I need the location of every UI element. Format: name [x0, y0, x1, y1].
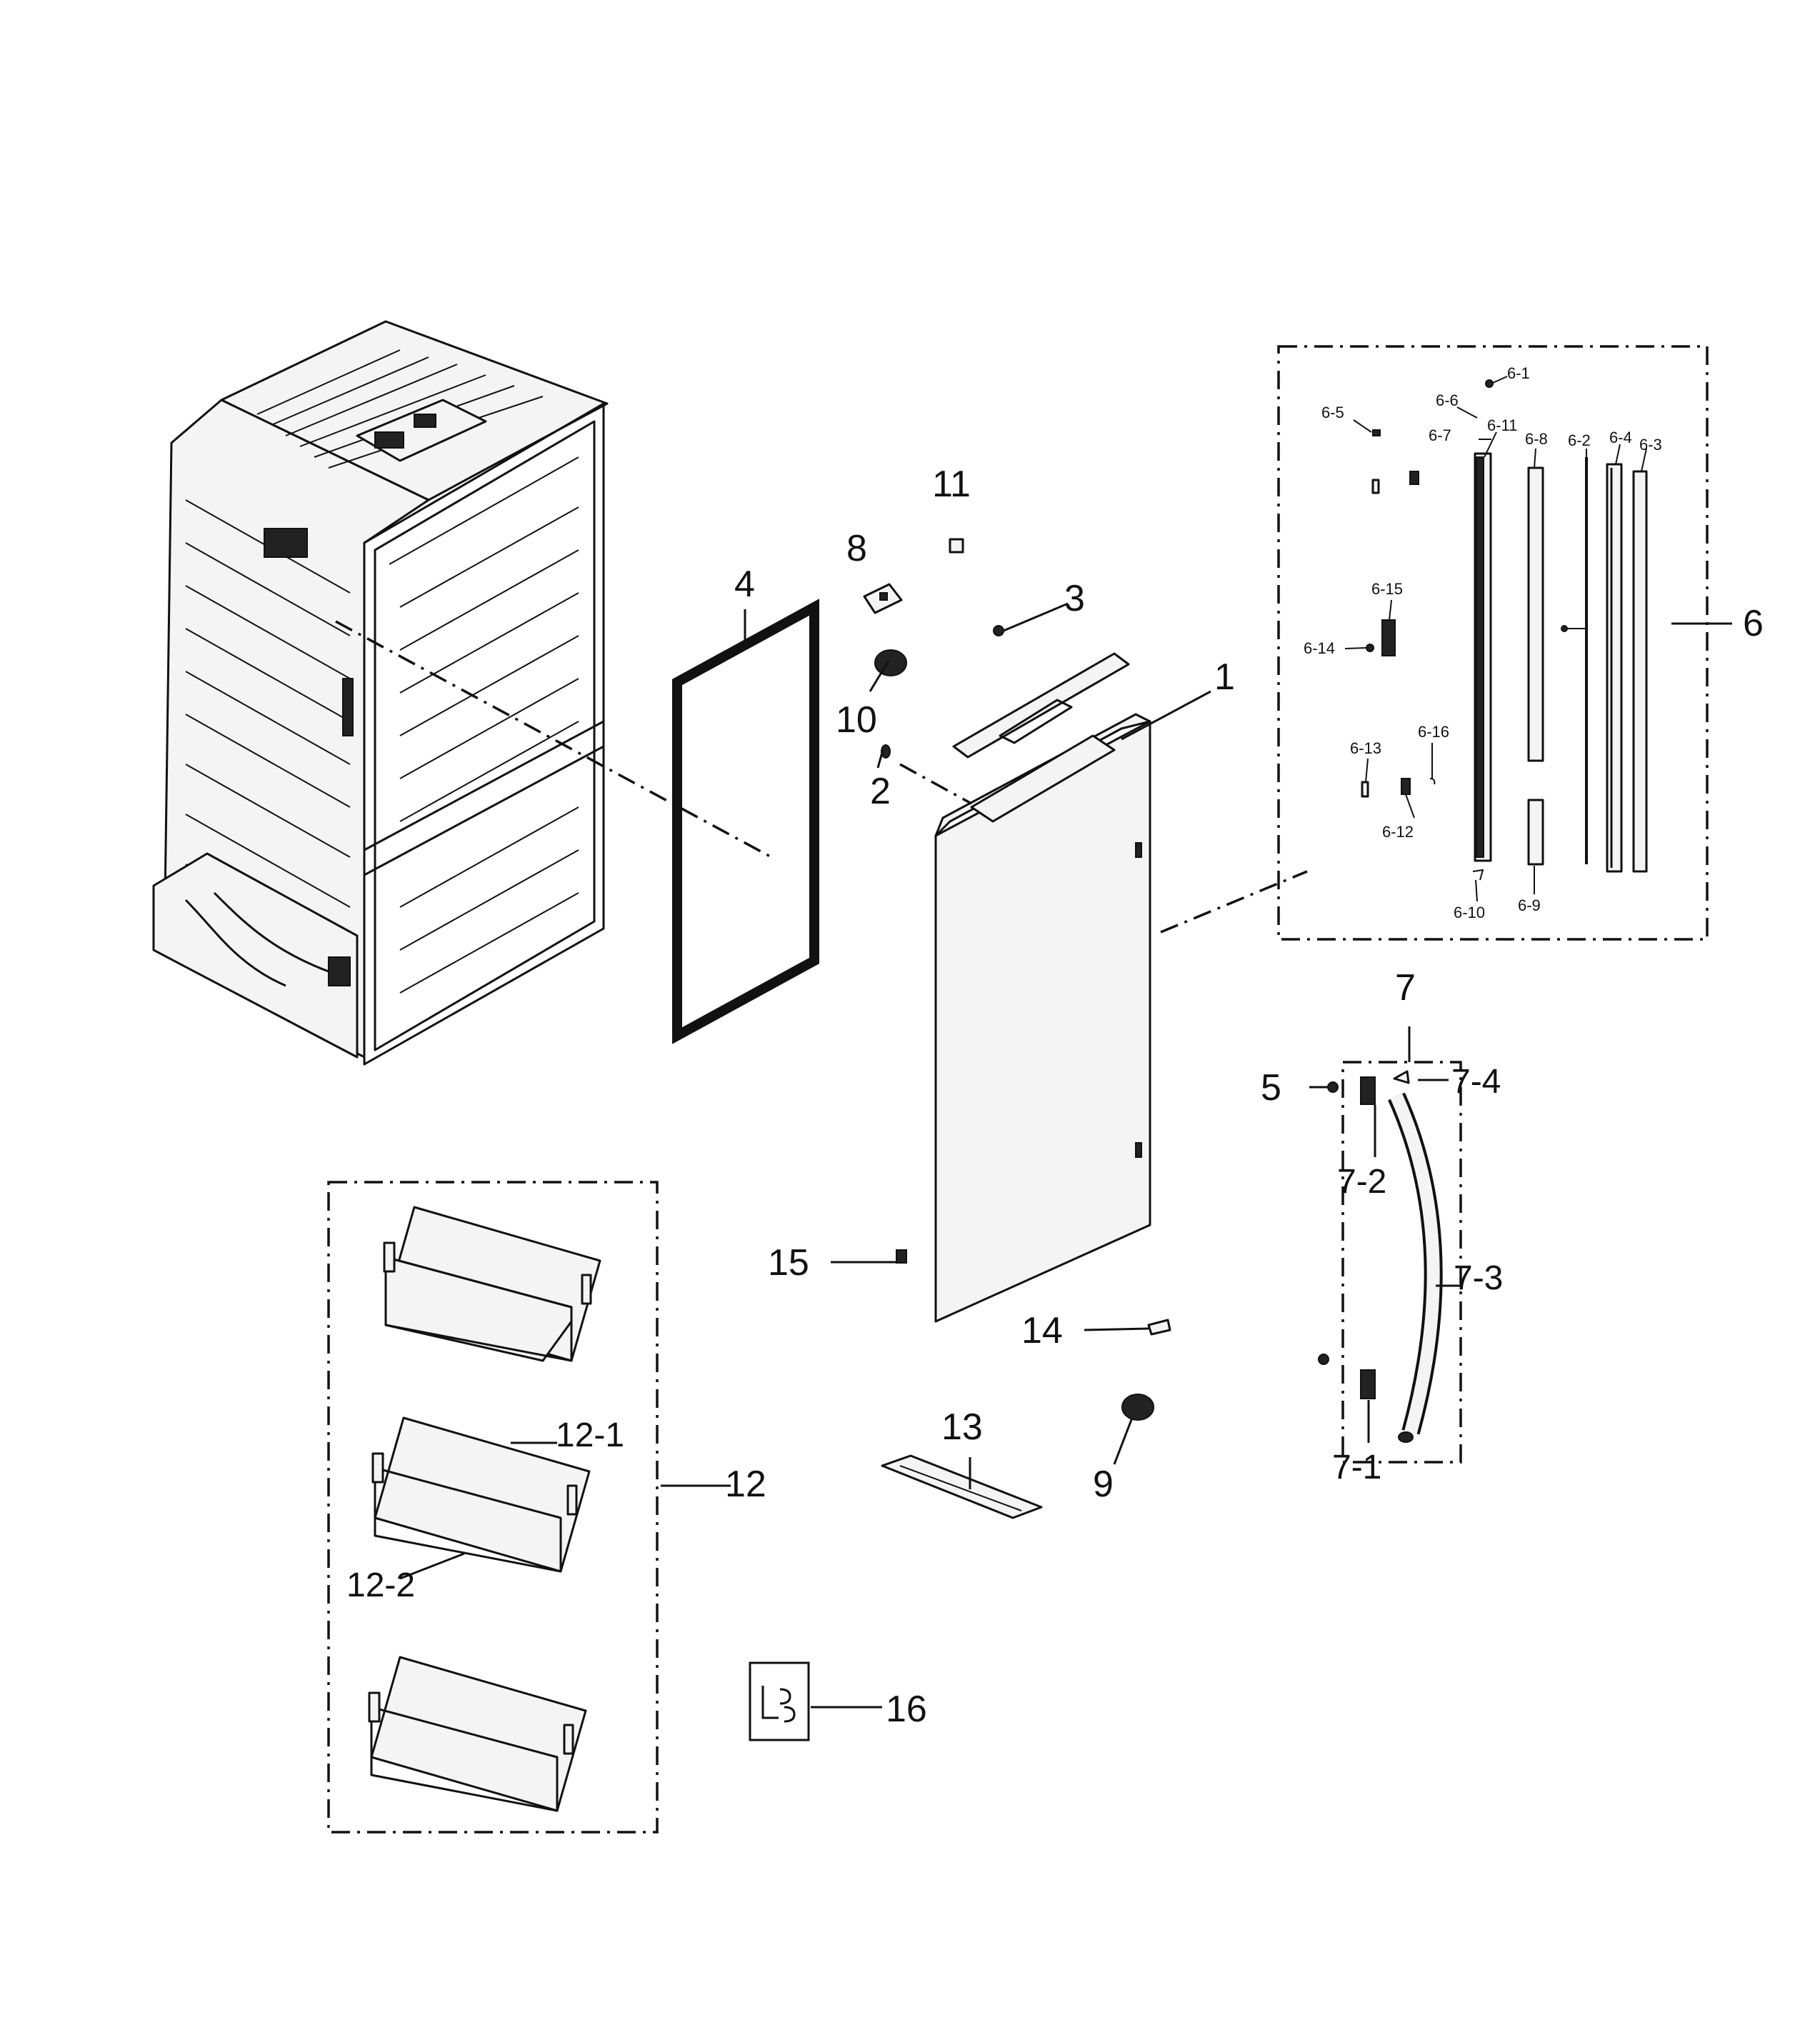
label-7-2: 7-2: [1337, 1163, 1386, 1201]
label-6-13: 6-13: [1350, 739, 1381, 757]
label-4: 4: [734, 564, 755, 605]
label-6-9: 6-9: [1518, 896, 1541, 914]
label-10: 10: [836, 699, 877, 741]
leader-lines: [399, 376, 1732, 1709]
refrigerator-door: [934, 713, 1151, 1323]
label-14: 14: [1021, 1310, 1063, 1351]
label-1: 1: [1214, 656, 1235, 698]
bin-3: [368, 1656, 587, 1812]
label-16: 16: [886, 1689, 927, 1730]
part-8-bracket-icon: [863, 583, 903, 614]
label-6-12: 6-12: [1382, 823, 1414, 841]
label-11: 11: [932, 464, 971, 505]
part-3-screw-icon: [993, 625, 1004, 636]
kit-12-box: [327, 1181, 659, 1834]
callout-labels: 1 2 3 4 5 6 7 8 9 10 11 12 13 14 15 16 7…: [346, 364, 1764, 1730]
door-gasket: [672, 599, 819, 1044]
part-13-cover-icon: [881, 1454, 1043, 1519]
leader-door-to-kit: [1160, 870, 1308, 934]
label-6-15: 6-15: [1371, 580, 1403, 598]
label-6: 6: [1743, 603, 1764, 644]
part-14-clip-icon: [1147, 1319, 1171, 1336]
part-10-knob-icon: [874, 649, 907, 676]
part-15-screw-icon: [896, 1249, 907, 1264]
label-6-8: 6-8: [1525, 430, 1548, 448]
label-6-1: 6-1: [1507, 364, 1530, 382]
label-15: 15: [768, 1242, 809, 1284]
kit-6-box: [1277, 345, 1709, 941]
label-6-4: 6-4: [1609, 429, 1632, 446]
label-6-2: 6-2: [1568, 431, 1591, 449]
label-6-14: 6-14: [1304, 639, 1335, 657]
label-5: 5: [1261, 1067, 1281, 1109]
label-6-6: 6-6: [1436, 391, 1459, 409]
label-8: 8: [846, 528, 867, 569]
label-3: 3: [1064, 578, 1085, 619]
part-16-label-icon: [749, 1661, 810, 1741]
leader-cabinet: [335, 620, 772, 859]
label-6-10: 6-10: [1454, 904, 1485, 921]
label-7: 7: [1395, 967, 1416, 1009]
label-7-3: 7-3: [1454, 1259, 1503, 1297]
part-11-cap-icon: [949, 538, 964, 554]
refrigerator-cabinet: [152, 320, 609, 1066]
part-9-knob-icon: [1121, 1394, 1154, 1421]
label-7-4: 7-4: [1451, 1063, 1501, 1101]
label-12: 12: [725, 1464, 766, 1505]
hinge-top-bar: [952, 652, 1130, 759]
label-13: 13: [941, 1406, 983, 1448]
kit-7-box: [1318, 1061, 1462, 1464]
label-6-5: 6-5: [1321, 404, 1344, 421]
label-12-1: 12-1: [556, 1416, 624, 1454]
label-6-3: 6-3: [1639, 436, 1662, 454]
bin-1: [383, 1206, 601, 1362]
bin-2: [371, 1416, 591, 1573]
label-12-2: 12-2: [346, 1566, 415, 1604]
label-6-16: 6-16: [1418, 723, 1449, 741]
label-2: 2: [870, 771, 891, 812]
label-9: 9: [1093, 1464, 1114, 1505]
label-6-11: 6-11: [1487, 416, 1517, 434]
label-6-7: 6-7: [1429, 426, 1451, 444]
label-7-1: 7-1: [1332, 1449, 1381, 1486]
